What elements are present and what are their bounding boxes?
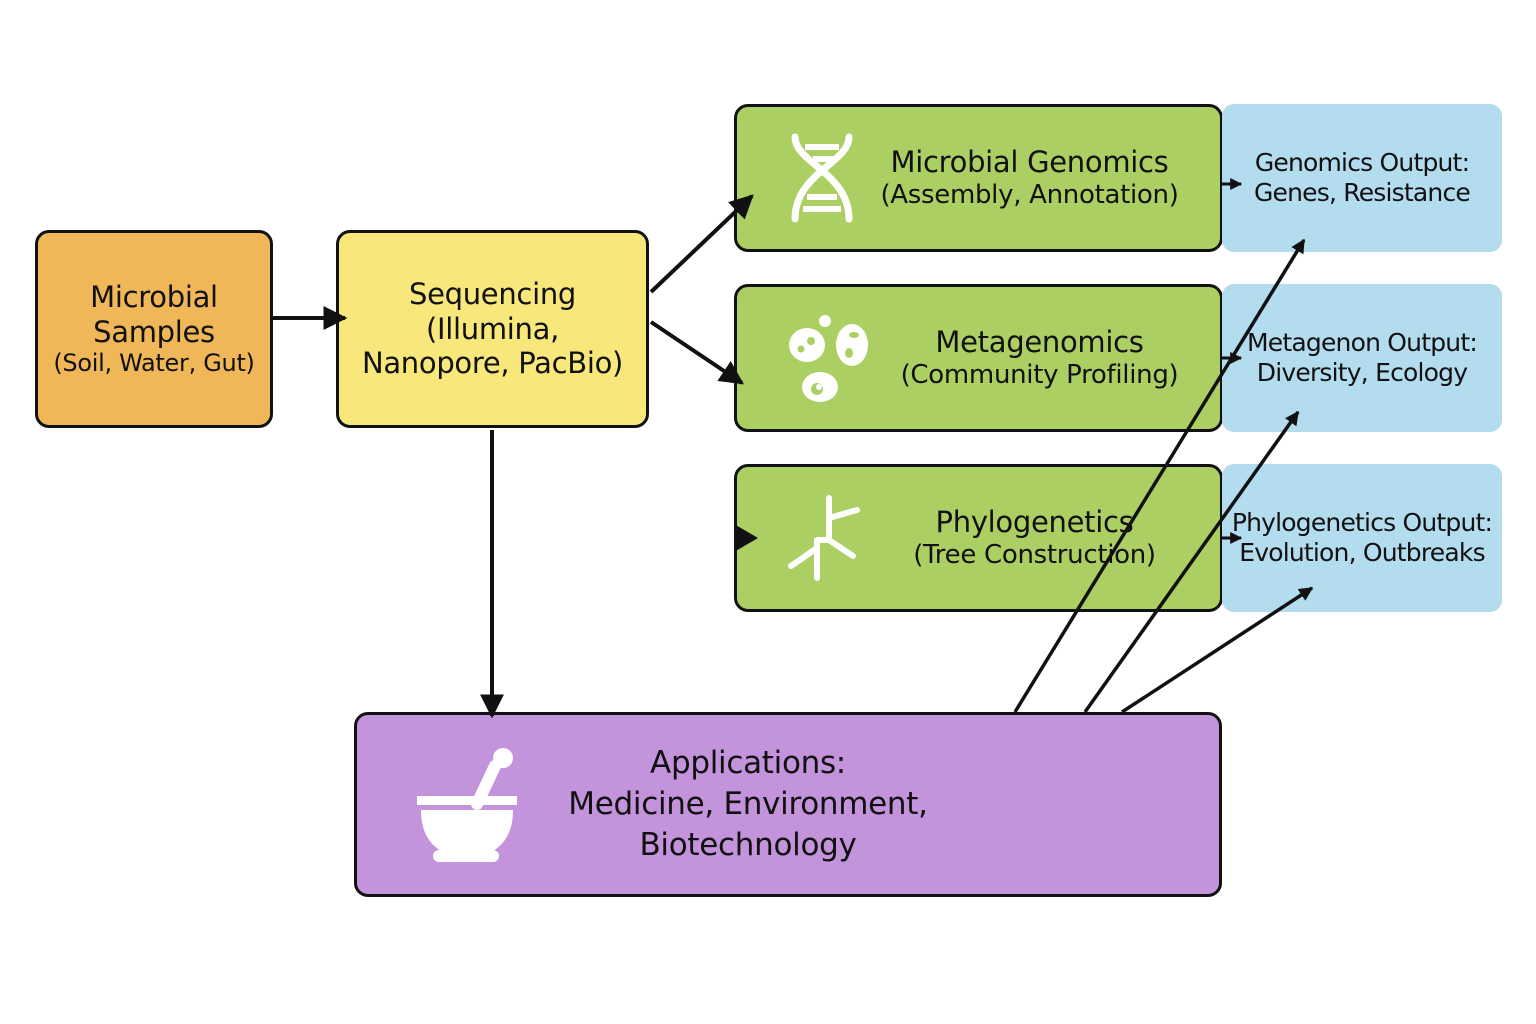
applications-line-3: Biotechnology: [639, 827, 857, 864]
phylogenetics-title: Phylogenetics: [935, 505, 1134, 539]
genomics-output-detail: Genes, Resistance: [1253, 178, 1471, 207]
metagenomics-output-detail: Diversity, Ecology: [1256, 358, 1468, 387]
metagenomics-title: Metagenomics: [935, 325, 1144, 359]
node-metagenomics-output: Metagenon Output: Diversity, Ecology: [1222, 284, 1502, 432]
arrow-sequencing-to-metagenomics: [649, 320, 744, 385]
sequencing-line-2: (Illumina,: [425, 311, 560, 346]
phylogenetics-output-detail: Evolution, Outbreaks: [1239, 538, 1485, 567]
applications-title: Applications:: [650, 744, 846, 781]
node-phylogenetics: Phylogenetics (Tree Construction): [734, 464, 1223, 612]
phylogenetics-subtitle: (Tree Construction): [913, 539, 1156, 570]
samples-subtitle: (Soil, Water, Gut): [53, 349, 255, 378]
node-genomics-output: Genomics Output: Genes, Resistance: [1222, 104, 1502, 252]
genomics-output-title: Genomics Output:: [1254, 148, 1470, 177]
microbes-icon: [789, 315, 868, 402]
sequencing-line-3: Nanopore, PacBio): [361, 346, 624, 381]
node-applications: Applications: Medicine, Environment, Bio…: [354, 712, 1222, 897]
samples-title: Microbial: [90, 279, 218, 314]
node-sequencing: Sequencing (Illumina, Nanopore, PacBio): [336, 230, 649, 428]
genomics-title: Microbial Genomics: [890, 145, 1169, 179]
phylogenetic-tree-icon: [788, 495, 860, 581]
metagenomics-subtitle: (Community Profiling): [900, 359, 1179, 390]
dna-icon: [791, 133, 853, 223]
sequencing-title: Sequencing: [408, 276, 577, 311]
samples-title-2: Samples: [93, 314, 215, 349]
node-phylogenetics-output: Phylogenetics Output: Evolution, Outbrea…: [1222, 464, 1502, 612]
mortar-pestle-icon: [417, 747, 517, 862]
node-microbial-samples: Microbial Samples (Soil, Water, Gut): [35, 230, 273, 428]
genomics-subtitle: (Assembly, Annotation): [880, 179, 1179, 210]
phylogenetics-output-title: Phylogenetics Output:: [1231, 508, 1493, 537]
metagenomics-output-title: Metagenon Output:: [1247, 328, 1478, 357]
node-metagenomics: Metagenomics (Community Profiling): [734, 284, 1223, 432]
applications-line-2: Medicine, Environment,: [568, 785, 928, 822]
node-microbial-genomics: Microbial Genomics (Assembly, Annotation…: [734, 104, 1223, 252]
